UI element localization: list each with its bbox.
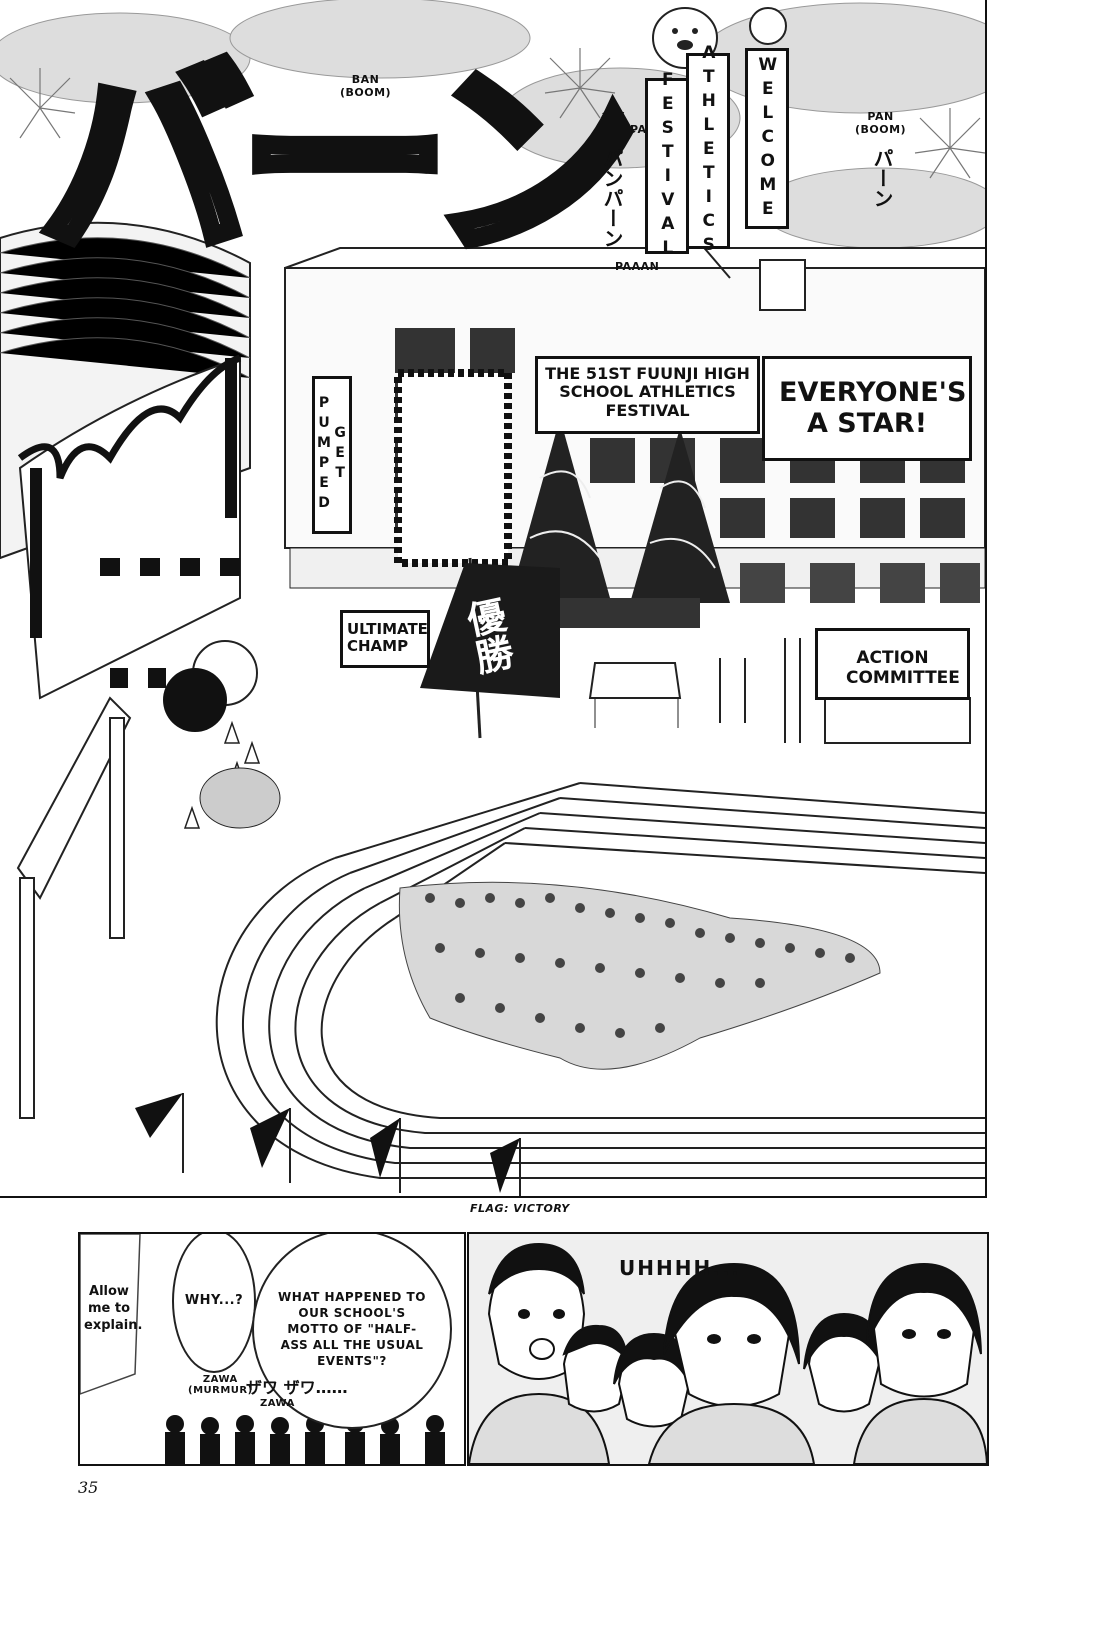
motto-text: WHAT HAPPENED TO OUR SCHOOL'S MOTTO OF "… (278, 1289, 426, 1369)
panel-bottom-right: UHHHH... (467, 1232, 989, 1466)
sfx-pan-left-japanese: パンパーン (600, 148, 624, 248)
sfx-ban-translation: BAN (BOOM) (340, 73, 392, 99)
students-reaction-illustration (469, 1234, 987, 1464)
sfx-zawa-japanese: ザワ ザワ…… (246, 1378, 348, 1397)
sfx-paaan-translation: PAAAN (615, 260, 660, 273)
page-number: 35 (78, 1478, 99, 1497)
allow-me-text: Allow me to explain. (84, 1284, 143, 1333)
crowd-silhouettes (80, 1234, 445, 1464)
everyones-a-star-banner: EVERYONE'S A STAR! (762, 356, 972, 461)
sfx-pan-right-japanese: パーン (870, 148, 894, 208)
panel-bottom-left: Allow me to explain. WHY...? WHAT HAPPEN… (78, 1232, 466, 1466)
festival-scene-illustration (0, 0, 985, 1196)
sfx-pan-right-translation: PAN (BOOM) (855, 110, 907, 136)
why-speech-bubble: WHY...? (172, 1234, 256, 1373)
panel-top: バーン BAN (BOOM) PAN パンパーン PAAAN PAN (BOOM… (0, 0, 987, 1198)
athletics-banner: ATHLETICS (686, 43, 730, 259)
festival-title-banner: THE 51ST FUUNJI HIGH SCHOOL ATHLETICS FE… (535, 356, 760, 434)
sfx-zawa-left-translation: ZAWA (MURMUR) (188, 1374, 253, 1396)
uhhhh-text: UHHHH... (619, 1256, 741, 1280)
action-committee-sign: ACTION COMMITTEE (815, 628, 970, 700)
sfx-ban-japanese: バーン (34, 40, 645, 285)
why-text: WHY...? (184, 1293, 244, 1309)
get-pumped-banner: GET PUMPED (312, 376, 352, 534)
ultimate-champ-sign: ULTIMATE CHAMP (340, 610, 430, 668)
sfx-zawa-right-translation: ZAWA (260, 1398, 295, 1409)
motto-speech-bubble: WHAT HAPPENED TO OUR SCHOOL'S MOTTO OF "… (252, 1234, 452, 1429)
welcome-banner: WELCOME (745, 48, 789, 229)
festival-banner: FESTIVAL (645, 70, 689, 262)
flag-caption: FLAG: VICTORY (470, 1202, 570, 1215)
